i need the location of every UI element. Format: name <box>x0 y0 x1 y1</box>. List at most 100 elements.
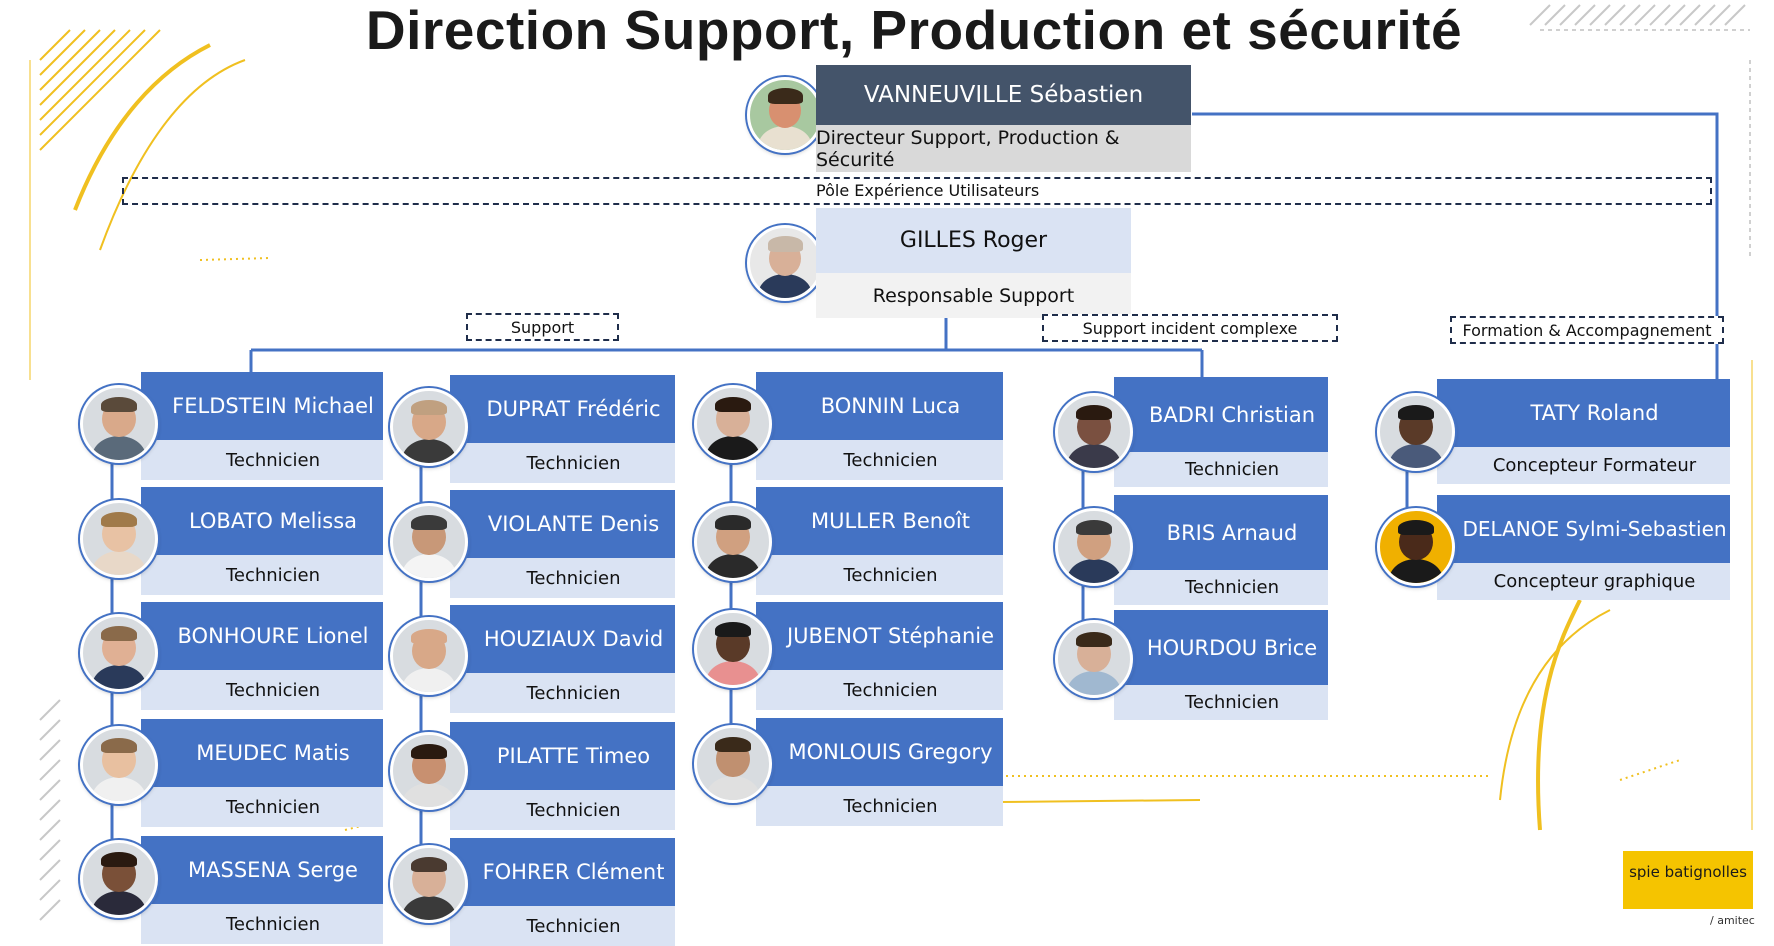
person-photo <box>694 725 772 803</box>
person-role: Technicien <box>450 790 675 830</box>
person-hair <box>101 737 137 754</box>
person-shirt <box>1388 443 1444 468</box>
pole-box <box>122 177 1712 205</box>
person-hair <box>411 399 447 416</box>
group-formation: Formation & Accompagnement <box>1450 316 1724 344</box>
person-name: FOHRER Clément <box>450 838 675 906</box>
director-hair <box>767 88 803 104</box>
person-name: BRIS Arnaud <box>1114 495 1328 570</box>
person-name: HOUZIAUX David <box>450 605 675 673</box>
person-name: JUBENOT Stéphanie <box>756 602 1003 670</box>
person-role: Technicien <box>450 906 675 946</box>
person-photo <box>390 617 468 695</box>
person-hair <box>411 856 447 873</box>
person-shirt <box>1388 558 1444 583</box>
person-name: MASSENA Serge <box>141 836 383 904</box>
director-photo <box>747 77 823 153</box>
person-shirt <box>91 776 147 801</box>
person-role: Technicien <box>756 440 1003 480</box>
person-shirt <box>401 667 457 692</box>
person-name: DUPRAT Frédéric <box>450 375 675 443</box>
person-role: Technicien <box>450 558 675 598</box>
person-role: Concepteur Formateur <box>1437 447 1730 484</box>
person-photo <box>694 610 772 688</box>
person-shirt <box>91 890 147 915</box>
person-photo <box>1377 508 1455 586</box>
person-name: TATY Roland <box>1437 379 1730 447</box>
person-name: MONLOUIS Gregory <box>756 718 1003 786</box>
person-role: Technicien <box>141 440 383 480</box>
person-photo <box>1377 393 1455 471</box>
person-role: Technicien <box>450 443 675 483</box>
person-name: BONNIN Luca <box>756 372 1003 440</box>
person-shirt <box>91 435 147 460</box>
page-title: Direction Support, Production et sécurit… <box>365 0 1463 61</box>
manager-photo <box>747 225 823 301</box>
person-photo <box>80 385 158 463</box>
person-photo <box>390 732 468 810</box>
person-photo <box>390 503 468 581</box>
person-hair <box>101 625 137 642</box>
manager-shirt <box>758 274 812 298</box>
person-photo <box>80 614 158 692</box>
person-photo <box>694 385 772 463</box>
person-name: MULLER Benoît <box>756 487 1003 555</box>
person-photo <box>390 388 468 466</box>
person-role: Technicien <box>756 555 1003 595</box>
person-hair <box>715 514 751 531</box>
person-role: Technicien <box>1114 570 1328 605</box>
person-role: Concepteur graphique <box>1437 563 1730 600</box>
person-role: Technicien <box>756 786 1003 826</box>
person-shirt <box>91 550 147 575</box>
person-role: Technicien <box>141 787 383 827</box>
person-hair <box>715 396 751 413</box>
person-role: Technicien <box>756 670 1003 710</box>
person-name: BONHOURE Lionel <box>141 602 383 670</box>
person-hair <box>1076 404 1112 421</box>
person-shirt <box>705 553 761 578</box>
person-name: PILATTE Timeo <box>450 722 675 790</box>
person-photo <box>80 726 158 804</box>
person-hair <box>1076 519 1112 536</box>
person-photo <box>1055 508 1133 586</box>
person-name: BADRI Christian <box>1114 377 1328 452</box>
person-hair <box>411 514 447 531</box>
person-shirt <box>401 553 457 578</box>
group-incident: Support incident complexe <box>1042 314 1338 342</box>
person-hair <box>715 621 751 638</box>
person-photo <box>390 845 468 923</box>
director-role: Directeur Support, Production & Sécurité <box>816 125 1191 172</box>
person-role: Technicien <box>141 555 383 595</box>
person-role: Technicien <box>1114 452 1328 487</box>
person-name: HOURDOU Brice <box>1114 610 1328 685</box>
director-name: VANNEUVILLE Sébastien <box>816 65 1191 125</box>
person-role: Technicien <box>1114 685 1328 720</box>
person-photo <box>80 500 158 578</box>
person-photo <box>694 503 772 581</box>
group-support: Support <box>466 313 619 341</box>
person-photo <box>1055 620 1133 698</box>
person-role: Technicien <box>450 673 675 713</box>
manager-role: Responsable Support <box>816 273 1131 318</box>
person-name: FELDSTEIN Michael <box>141 372 383 440</box>
person-shirt <box>91 664 147 689</box>
person-hair <box>1398 519 1434 536</box>
person-hair <box>101 511 137 528</box>
person-hair <box>1076 631 1112 648</box>
person-hair <box>101 396 137 413</box>
person-name: MEUDEC Matis <box>141 719 383 787</box>
person-shirt <box>1066 670 1122 695</box>
